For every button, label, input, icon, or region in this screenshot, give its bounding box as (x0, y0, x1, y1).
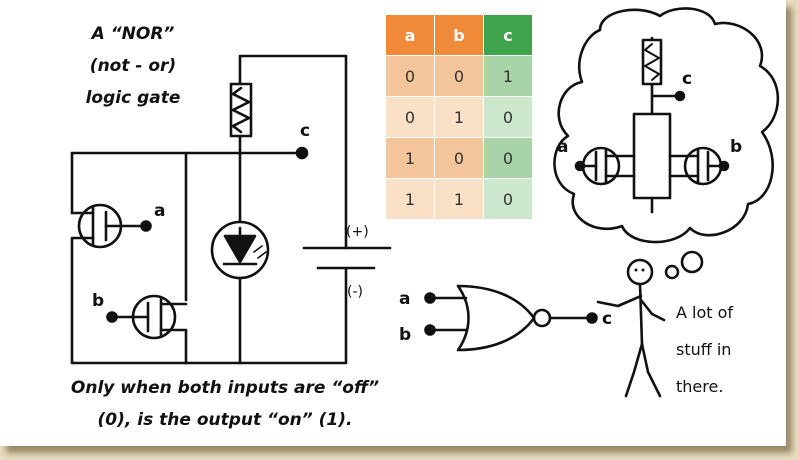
table-cell: 0 (385, 55, 435, 97)
header-c: c (483, 14, 533, 56)
battery-minus-label: (-) (347, 284, 363, 300)
nor-gate-symbol (424, 284, 598, 352)
circuit-schematic (70, 54, 392, 365)
bubble-label-a: a (557, 137, 568, 157)
diagram-drawing: c a b (+) (-) c a b a b c A lot of stuff… (70, 7, 780, 398)
transistor-a (70, 203, 188, 365)
thought-bubble (553, 7, 780, 244)
circuit-label-c: c (300, 121, 310, 141)
thought-dot-large (680, 250, 704, 274)
caption-line-1: Only when both inputs are “off” (70, 378, 380, 398)
table-cell: 0 (483, 137, 533, 179)
gate-label-c: c (602, 309, 612, 329)
diagram-card: A “NOR” (not - or) logic gate (0, 0, 786, 446)
title-line-3: logic gate (85, 88, 181, 108)
table-cell: 0 (483, 178, 533, 220)
table-cell: 0 (434, 55, 484, 97)
resistor-zigzag (231, 86, 251, 134)
table-cell: 1 (434, 178, 484, 220)
gate-label-a: a (399, 289, 410, 309)
output-node-c (295, 146, 309, 160)
bubble-label-b: b (730, 137, 742, 157)
table-cell: 1 (385, 137, 435, 179)
title-text: A “NOR” (not - or) logic gate (58, 18, 208, 114)
circuit-label-b: b (92, 291, 104, 311)
battery (184, 226, 392, 365)
table-cell: 1 (385, 178, 435, 220)
speech-line-3: there. (676, 377, 723, 396)
table-cell: 1 (434, 96, 484, 138)
led (210, 220, 270, 365)
battery-plus-label: (+) (346, 224, 369, 240)
top-wire (238, 54, 348, 230)
header-a: a (385, 14, 435, 56)
table-cell: 1 (483, 55, 533, 97)
header-b: b (434, 14, 484, 56)
table-row: 0 0 1 (385, 55, 533, 97)
speech-line-1: A lot of (676, 303, 733, 322)
table-row: 1 1 0 (385, 178, 533, 220)
title-line-1: A “NOR” (91, 24, 175, 44)
circuit-label-a: a (154, 201, 165, 221)
table-cell: 0 (385, 96, 435, 138)
caption-text: Only when both inputs are “off” (0), is … (40, 372, 410, 436)
speech-line-2: stuff in (676, 340, 731, 359)
caption-line-2: (0), is the output “on” (1). (97, 410, 353, 430)
truth-table-header: a b c (385, 14, 533, 56)
bubble-label-c: c (682, 69, 692, 89)
thought-dot-small (664, 264, 680, 280)
transistor-b (106, 294, 188, 365)
gate-label-b: b (399, 325, 411, 345)
title-line-2: (not - or) (89, 56, 177, 76)
truth-table: a b c 0 0 1 0 1 0 1 0 0 1 1 0 (385, 14, 533, 220)
table-row: 1 0 0 (385, 137, 533, 179)
table-cell: 0 (483, 96, 533, 138)
stick-figure (596, 258, 666, 398)
table-row: 0 1 0 (385, 96, 533, 138)
table-cell: 0 (434, 137, 484, 179)
